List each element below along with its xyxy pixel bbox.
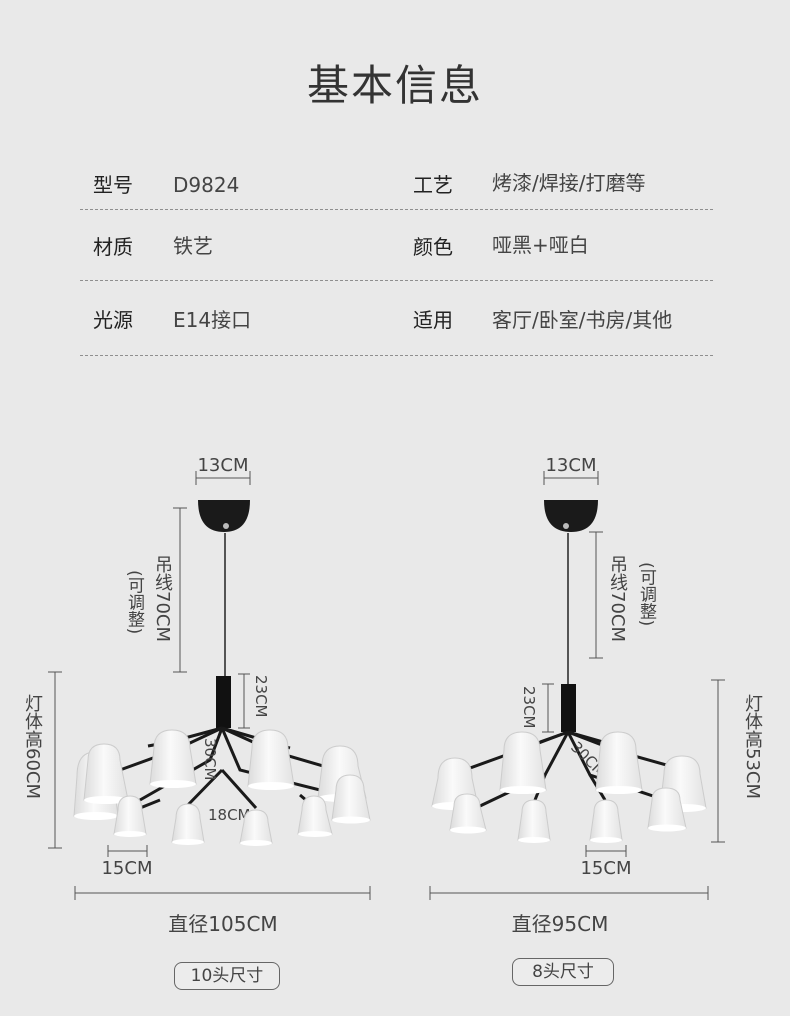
spec-value-material: 铁艺 xyxy=(173,234,213,258)
left-shades xyxy=(73,729,371,846)
spec-value-usage: 客厅/卧室/书房/其他 xyxy=(492,308,673,332)
right-lamp: 13CM 23CM 30CM xyxy=(429,455,725,936)
right-shades xyxy=(431,731,707,843)
right-canopy xyxy=(544,500,598,532)
spec-label-model: 型号 xyxy=(93,173,133,197)
left-cable-label: 吊线70CM xyxy=(152,555,173,643)
left-shade-label: 15CM xyxy=(101,858,152,879)
right-size-badge: 8头尺寸 xyxy=(512,958,614,986)
spec-value-light-source: E14接口 xyxy=(173,308,252,332)
left-arm-label: 30CM xyxy=(201,738,219,781)
spec-label-light-source: 光源 xyxy=(93,308,133,332)
right-shade-label: 15CM xyxy=(580,858,631,879)
left-stem-label: 23CM xyxy=(252,675,270,718)
right-cable-note: (可调整) xyxy=(636,562,656,627)
left-cable-note: (可调整) xyxy=(124,570,144,635)
spec-divider xyxy=(80,209,713,210)
spec-divider xyxy=(80,355,713,356)
left-diameter-label: 直径105CM xyxy=(168,912,277,936)
left-canopy xyxy=(198,500,250,532)
left-body-height-label: 灯体高60CM xyxy=(22,694,43,800)
left-size-badge: 10头尺寸 xyxy=(174,962,280,990)
left-lamp: 13CM 23CM 30CM 18CM xyxy=(48,455,371,936)
right-stem-label: 23CM xyxy=(520,686,538,729)
spec-value-model: D9824 xyxy=(173,173,240,197)
spec-label-material: 材质 xyxy=(93,235,133,259)
spec-label-craft: 工艺 xyxy=(413,173,453,197)
left-canopy-label: 13CM xyxy=(197,455,248,476)
left-arm2-label: 18CM xyxy=(208,806,251,824)
spec-label-color: 颜色 xyxy=(413,235,453,259)
right-body-height-label: 灯体高53CM xyxy=(742,694,763,800)
right-canopy-label: 13CM xyxy=(545,455,596,476)
spec-label-usage: 适用 xyxy=(413,308,453,332)
right-diameter-label: 直径95CM xyxy=(512,912,609,936)
right-cable-label: 吊线70CM xyxy=(607,555,628,643)
spec-value-color: 哑黑+哑白 xyxy=(492,233,589,257)
page-title: 基本信息 xyxy=(306,61,483,110)
spec-value-craft: 烤漆/焊接/打磨等 xyxy=(492,171,646,195)
spec-divider xyxy=(80,280,713,281)
